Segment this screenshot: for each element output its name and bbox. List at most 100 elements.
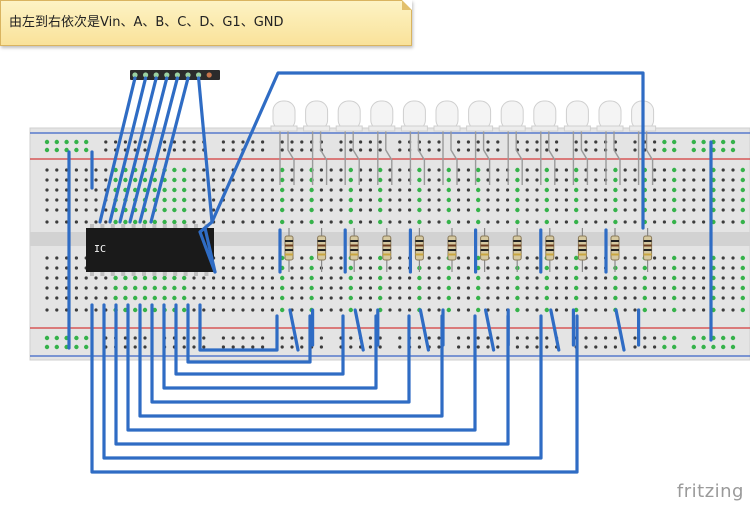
resistor-band — [545, 244, 554, 247]
hole — [633, 336, 637, 340]
hole — [662, 208, 667, 212]
hole — [319, 276, 323, 280]
led-leg — [352, 130, 360, 185]
hole — [476, 219, 481, 225]
hole — [555, 308, 559, 312]
hole — [594, 296, 598, 300]
hole — [672, 187, 677, 193]
hole — [261, 336, 265, 340]
hole — [74, 139, 79, 145]
hole — [466, 345, 470, 349]
hole — [300, 208, 304, 212]
hole — [574, 285, 579, 291]
hole — [653, 308, 657, 312]
hole — [398, 286, 402, 290]
hole — [496, 148, 500, 152]
hole — [662, 308, 667, 312]
hole — [280, 345, 284, 349]
hole — [506, 198, 510, 202]
hole — [721, 308, 725, 312]
hole — [368, 256, 372, 260]
hole — [55, 220, 59, 224]
hole — [65, 308, 69, 312]
hole — [417, 336, 421, 340]
hole — [94, 286, 98, 290]
hole — [574, 219, 579, 225]
hole — [300, 256, 304, 260]
hole — [143, 140, 147, 144]
hole — [427, 296, 431, 300]
hole — [202, 208, 206, 212]
hole — [613, 177, 618, 183]
hole — [672, 285, 677, 291]
hole — [525, 168, 529, 172]
hole — [55, 286, 59, 290]
hole — [613, 345, 618, 349]
hole — [104, 148, 108, 152]
hole — [692, 256, 696, 260]
ic-pin — [194, 224, 198, 228]
hole — [212, 208, 216, 212]
hole — [613, 295, 618, 301]
hole — [672, 207, 677, 213]
hole — [339, 168, 343, 172]
hole — [643, 336, 647, 340]
hole — [398, 256, 402, 260]
hole — [251, 178, 255, 182]
hole — [319, 220, 323, 224]
hole — [525, 336, 529, 340]
hole — [721, 220, 725, 224]
hole — [515, 167, 520, 173]
hole — [594, 140, 598, 144]
hole — [408, 286, 412, 290]
hole — [731, 198, 735, 202]
hole — [251, 140, 255, 144]
hole — [300, 140, 304, 144]
hole — [280, 140, 284, 144]
hole — [525, 276, 529, 280]
hole — [241, 208, 245, 212]
hole — [65, 178, 69, 182]
hole — [476, 187, 481, 193]
hole — [162, 207, 167, 213]
hole — [691, 139, 696, 145]
hole — [731, 256, 735, 260]
hole — [329, 188, 333, 192]
hole — [359, 140, 363, 144]
hole — [731, 276, 735, 280]
hole — [398, 140, 402, 144]
hole — [613, 275, 618, 281]
hole — [300, 198, 304, 202]
hole — [104, 220, 108, 224]
hole — [300, 148, 304, 152]
hole — [270, 276, 274, 280]
hole — [398, 220, 402, 224]
resistor-band — [513, 244, 522, 247]
hole — [280, 307, 285, 313]
hole — [241, 178, 245, 182]
hole — [142, 295, 148, 301]
hole — [202, 276, 206, 280]
hole — [290, 296, 294, 300]
hole — [584, 345, 588, 349]
hole — [388, 276, 392, 280]
hole — [535, 140, 539, 144]
hole — [731, 286, 735, 290]
hole — [740, 197, 745, 203]
hole — [398, 188, 402, 192]
hole — [290, 266, 294, 270]
led-rim — [596, 125, 624, 132]
hole — [182, 285, 187, 291]
hole — [143, 345, 147, 349]
hole — [653, 276, 657, 280]
resistor-band — [415, 253, 424, 256]
hole — [329, 308, 333, 312]
hole — [535, 188, 539, 192]
hole — [574, 148, 578, 152]
hole — [319, 336, 323, 340]
hole — [162, 295, 167, 301]
hole — [555, 296, 559, 300]
hole — [368, 178, 372, 182]
hole — [535, 148, 539, 152]
hole — [672, 139, 677, 145]
